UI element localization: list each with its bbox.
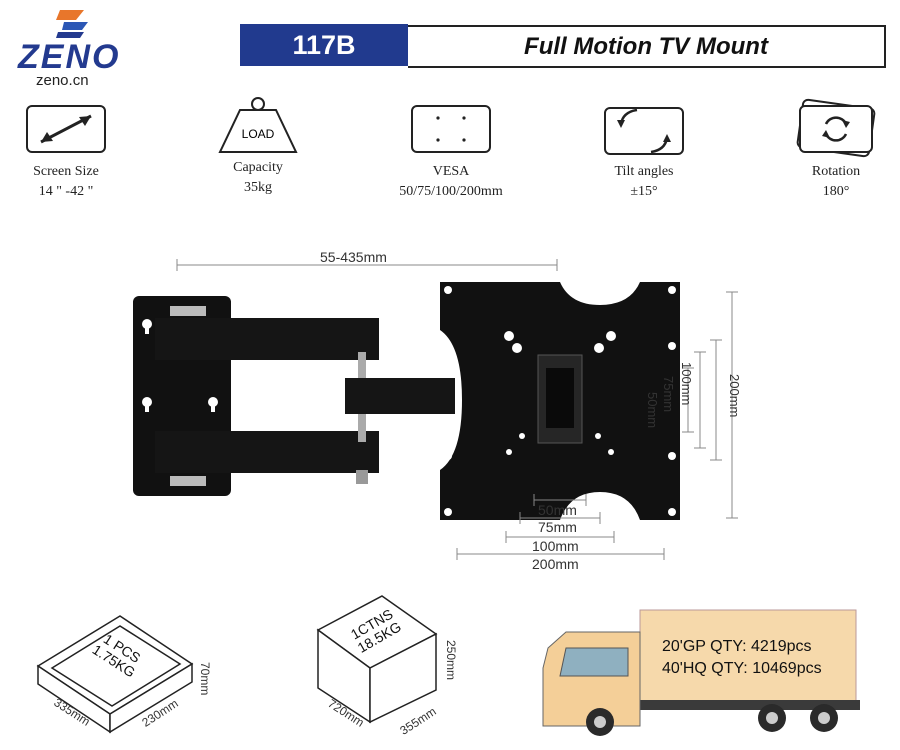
- single-height: 70mm: [198, 662, 212, 696]
- vertical-dim-75: 75mm: [661, 376, 676, 413]
- feature-tilt: Tilt angles ±15°: [584, 104, 704, 200]
- model-badge: 117B: [240, 24, 408, 66]
- vesa-holes-icon: [411, 105, 491, 153]
- load-weight-icon: LOAD: [218, 97, 298, 153]
- page-title: Full Motion TV Mount: [408, 25, 886, 68]
- carton-box: [316, 595, 438, 724]
- screen-size-arrow-icon: [26, 105, 106, 153]
- feature-label: VESA: [432, 164, 470, 179]
- feature-capacity: LOAD Capacity 35kg: [198, 96, 318, 196]
- feature-value: 35kg: [244, 180, 272, 195]
- tilt-arrows-icon: [604, 107, 684, 155]
- vertical-dimension-lines: [682, 291, 738, 519]
- extension-dimension-line: [176, 259, 558, 271]
- extension-label: 55-435mm: [320, 249, 387, 265]
- feature-value: 50/75/100/200mm: [399, 184, 503, 199]
- feature-value: 14 " -42 ": [38, 184, 94, 199]
- vertical-dim-50: 50mm: [645, 392, 660, 429]
- shipping-40hq: 40'HQ QTY: 10469pcs: [662, 660, 822, 677]
- tv-bracket-plate: [440, 282, 680, 520]
- swing-arms: [155, 318, 455, 484]
- vertical-dim-200: 200mm: [727, 374, 742, 418]
- rotation-arrows-icon: [796, 98, 876, 158]
- feature-value: 180°: [822, 184, 850, 199]
- feature-rotation: Rotation 180°: [776, 98, 896, 200]
- horizontal-dim-200: 200mm: [532, 556, 579, 572]
- horizontal-dim-75: 75mm: [538, 519, 577, 535]
- feature-value: ±15°: [630, 184, 658, 199]
- vertical-dim-100: 100mm: [679, 362, 694, 406]
- feature-screen-size: Screen Size 14 " -42 ": [6, 104, 126, 200]
- brand-site: zeno.cn: [36, 72, 89, 89]
- horizontal-dim-100: 100mm: [532, 538, 579, 554]
- feature-label: Capacity: [233, 160, 283, 175]
- single-package-box: [36, 615, 194, 734]
- horizontal-dimension-lines: [456, 494, 665, 560]
- shipping-20gp: 20'GP QTY: 4219pcs: [662, 638, 812, 655]
- brand-name: ZENO: [18, 38, 121, 76]
- carton-height: 250mm: [444, 640, 458, 681]
- zeno-logo-icon: [56, 10, 88, 38]
- truck-illustration: [542, 609, 860, 736]
- load-icon-text: LOAD: [242, 127, 275, 141]
- feature-label: Tilt angles: [614, 164, 674, 179]
- feature-vesa: VESA 50/75/100/200mm: [391, 104, 511, 200]
- horizontal-dim-50: 50mm: [538, 502, 577, 518]
- feature-label: Screen Size: [33, 164, 99, 179]
- feature-label: Rotation: [811, 164, 861, 179]
